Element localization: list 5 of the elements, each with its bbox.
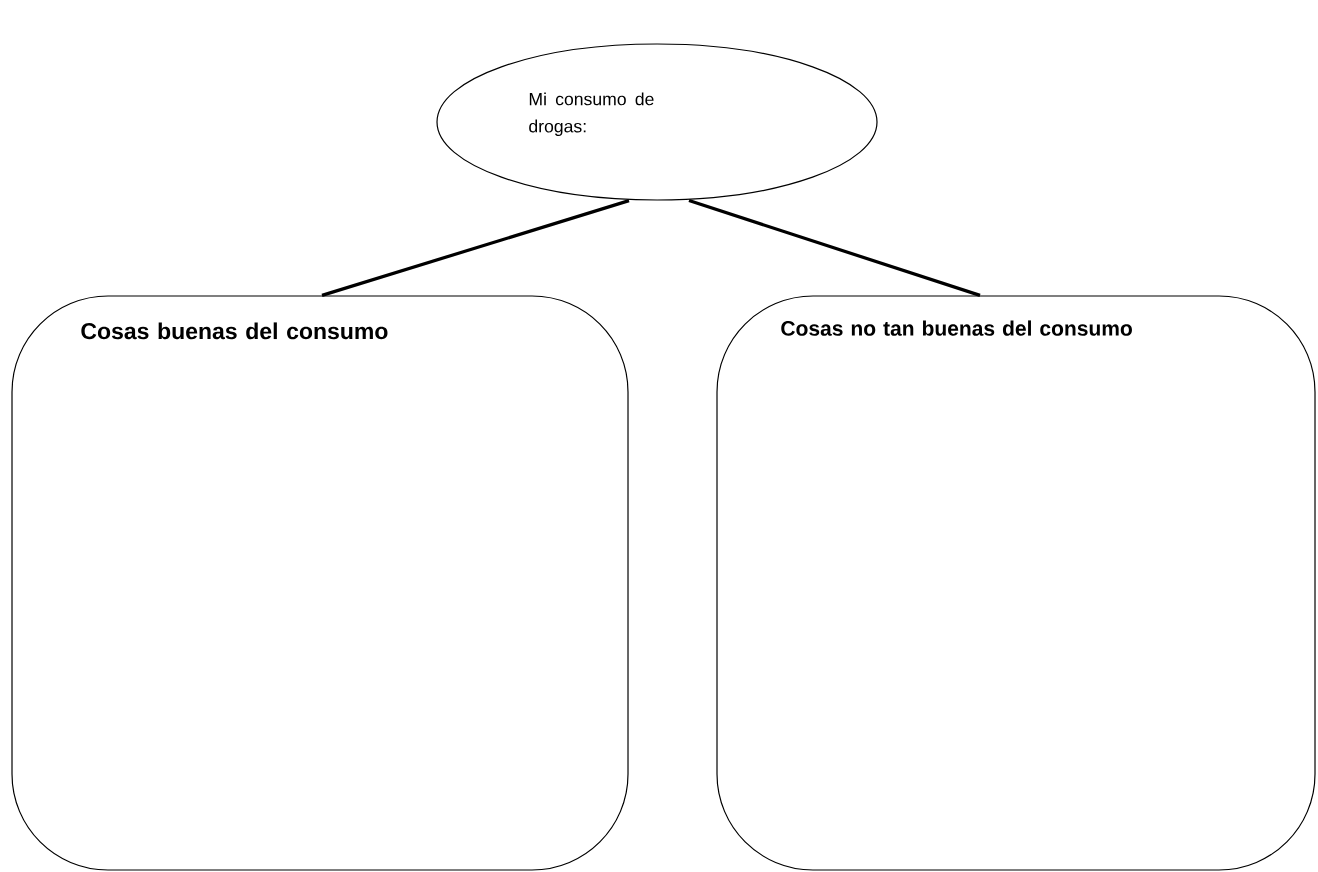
- rounded-box: Cosas buenas del consumo: [11, 295, 629, 871]
- ellipse-node: Mi consumo de drogas:: [436, 43, 878, 201]
- connector-line: [321, 199, 630, 297]
- connector-line: [688, 199, 981, 297]
- rounded-box: Cosas no tan buenas del consumo: [716, 295, 1316, 871]
